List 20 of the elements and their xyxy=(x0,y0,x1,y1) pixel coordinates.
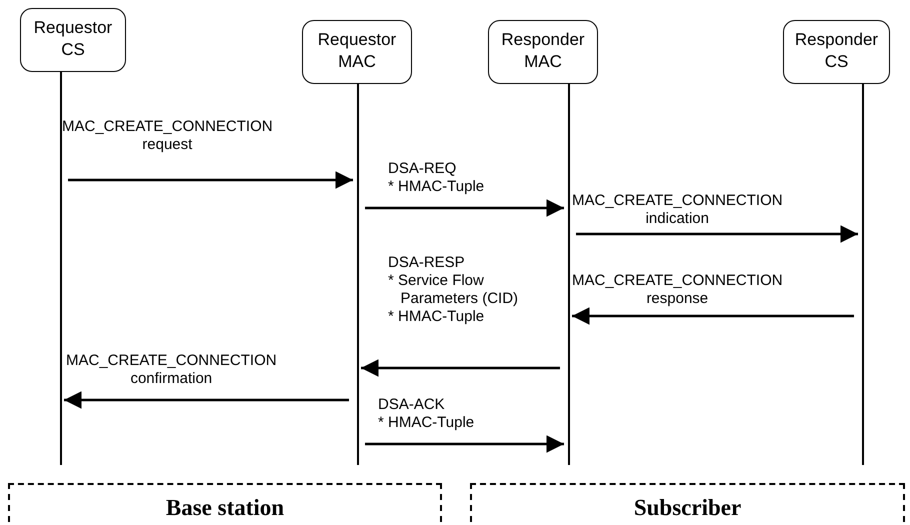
message-label: MAC_CREATE_CONNECTION indication xyxy=(572,192,783,228)
participant-box: Requestor MAC xyxy=(302,20,412,84)
message-label: MAC_CREATE_CONNECTION response xyxy=(572,272,783,308)
message-arrow xyxy=(365,199,564,217)
group-box: Subscriber xyxy=(470,483,905,525)
message-label: DSA-REQ * HMAC-Tuple xyxy=(388,160,484,196)
message-arrow xyxy=(365,435,564,453)
message-label: DSA-ACK * HMAC-Tuple xyxy=(378,396,474,432)
participant-box: Responder MAC xyxy=(488,20,598,84)
group-box: Base station xyxy=(8,483,442,525)
participant-box: Responder CS xyxy=(783,20,890,84)
message-label: MAC_CREATE_CONNECTION request xyxy=(62,118,273,154)
message-arrow xyxy=(68,171,353,189)
message-label: MAC_CREATE_CONNECTION confirmation xyxy=(66,352,277,388)
message-arrow xyxy=(64,391,349,409)
message-arrow xyxy=(572,307,854,325)
message-arrow xyxy=(361,359,560,377)
message-arrow xyxy=(576,225,858,243)
participant-box: Requestor CS xyxy=(20,8,126,72)
message-label: DSA-RESP * Service Flow Parameters (CID) * HMAC-Tuple xyxy=(388,254,518,326)
